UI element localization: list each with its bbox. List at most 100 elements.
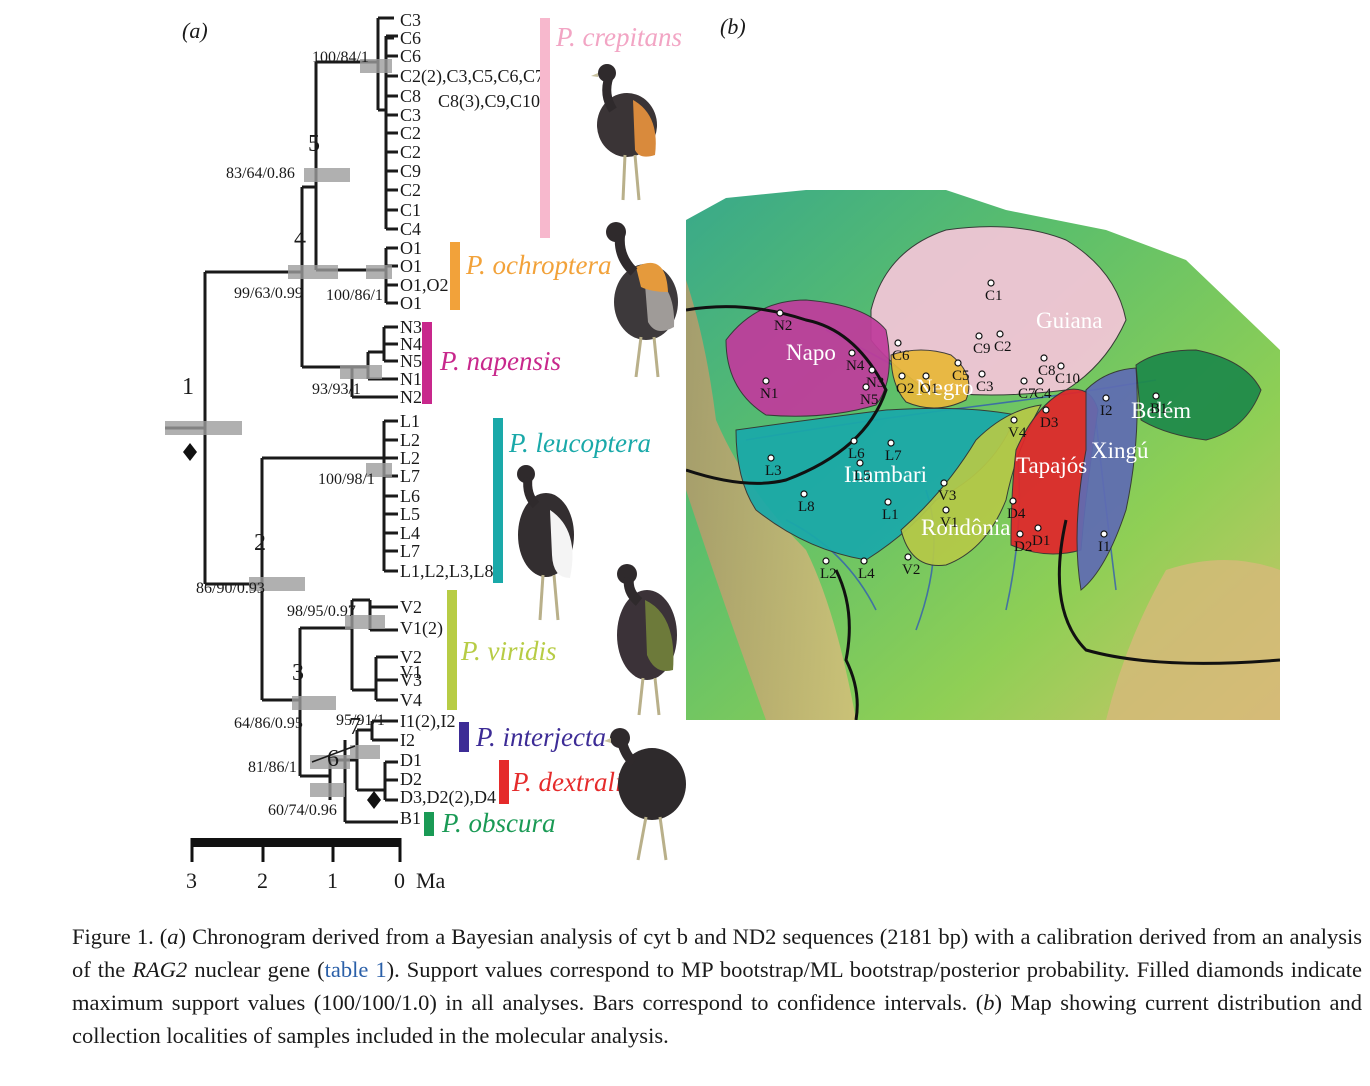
locality-label: N3 bbox=[866, 375, 884, 391]
axis-tick-label: 2 bbox=[257, 868, 268, 893]
locality-marker bbox=[860, 557, 868, 565]
napensis-label: P. napensis bbox=[440, 346, 562, 376]
tip-label: V1 bbox=[400, 662, 422, 682]
axis-tick-label: 0 bbox=[394, 868, 405, 893]
locality-label: N1 bbox=[760, 386, 778, 402]
locality-label: V2 bbox=[902, 562, 920, 578]
max-support-diamond bbox=[183, 443, 197, 461]
axis-unit-label: Ma bbox=[416, 868, 446, 893]
locality-label: C10 bbox=[1055, 371, 1080, 387]
node-support-value: 86/90/0.93 bbox=[196, 580, 265, 597]
node-support-value: 83/64/0.86 bbox=[226, 165, 295, 182]
table-reference-link[interactable]: table 1 bbox=[324, 957, 387, 982]
node-support-value: 60/74/0.96 bbox=[268, 802, 337, 819]
locality-marker bbox=[898, 372, 906, 380]
crepitans-bar bbox=[540, 18, 550, 238]
region-belém bbox=[1135, 349, 1262, 441]
tip-label: C6 bbox=[400, 28, 421, 48]
tip-label: O1 bbox=[400, 256, 422, 276]
locality-label: N2 bbox=[774, 318, 792, 334]
tip-label: N5 bbox=[400, 351, 422, 371]
max-support-diamond bbox=[367, 791, 381, 809]
confidence-bar bbox=[340, 365, 382, 379]
region-label: Xingú bbox=[1091, 438, 1149, 463]
node-support-value: 81/86/1 bbox=[248, 759, 297, 776]
tip-label: D3,D2(2),D4 bbox=[400, 787, 496, 808]
confidence-bar bbox=[350, 745, 380, 759]
node-support-value: 64/86/0.95 bbox=[234, 715, 303, 732]
caption-panel-b-ref: b bbox=[983, 990, 995, 1015]
caption-text-5: ) Map showing current distribution and c… bbox=[72, 990, 1362, 1048]
tip-label: L6 bbox=[400, 486, 420, 506]
node-number: 6 bbox=[327, 746, 339, 772]
locality-marker bbox=[822, 557, 830, 565]
confidence-bar bbox=[304, 168, 350, 182]
tip-label: L7 bbox=[400, 541, 420, 561]
caption-text-1: Figure 1. ( bbox=[72, 924, 168, 949]
tip-label: V4 bbox=[400, 690, 422, 710]
locality-label: C3 bbox=[976, 379, 994, 395]
viridis-bird-illustration bbox=[617, 564, 677, 716]
region-napo bbox=[725, 299, 890, 417]
panel-a-label: (a) bbox=[182, 18, 208, 43]
confidence-bar bbox=[165, 421, 242, 435]
axis-tick-label: 1 bbox=[327, 868, 338, 893]
locality-label: D4 bbox=[1007, 506, 1026, 522]
locality-label: C6 bbox=[892, 348, 910, 364]
tip-label: B1 bbox=[400, 808, 421, 828]
locality-label: D1 bbox=[1032, 533, 1050, 549]
region-label: Rondônia bbox=[921, 515, 1010, 540]
locality-label: O2 bbox=[896, 381, 914, 397]
tip-label: L7 bbox=[400, 466, 420, 486]
node-support-value: 99/63/0.99 bbox=[234, 285, 303, 302]
node-number: 7 bbox=[349, 714, 361, 740]
map-andes bbox=[686, 280, 856, 720]
locality-marker bbox=[862, 383, 870, 391]
locality-label: L5 bbox=[854, 468, 871, 484]
leucoptera-bar bbox=[493, 418, 503, 583]
node-number: 3 bbox=[292, 660, 304, 686]
tip-label: N1 bbox=[400, 369, 422, 389]
napensis-bar bbox=[422, 322, 432, 404]
locality-label: N4 bbox=[846, 358, 865, 374]
tip-label: L5 bbox=[400, 504, 420, 524]
locality-label: I1 bbox=[1098, 539, 1111, 555]
locality-label: C1 bbox=[985, 288, 1003, 304]
locality-marker bbox=[975, 332, 983, 340]
tip-label: V3 bbox=[400, 670, 422, 690]
tip-label: O1 bbox=[400, 238, 422, 258]
caption-text-4: ). Support values correspond to MP boots… bbox=[72, 957, 1362, 1015]
viridis-label: P. viridis bbox=[461, 636, 557, 666]
tip-label: V1(2) bbox=[400, 618, 443, 639]
tip-label: C3 bbox=[400, 105, 421, 125]
interjecta-label: P. interjecta bbox=[476, 722, 606, 752]
caption-text-3: nuclear gene ( bbox=[187, 957, 325, 982]
crepitans-label: P. crepitans bbox=[556, 22, 682, 52]
locality-label: C9 bbox=[973, 341, 991, 357]
locality-marker bbox=[856, 459, 864, 467]
chronogram-tree: C3C6C6C2(2),C3,C5,C6,C7C8(3),C9,C10C8C3C… bbox=[165, 10, 544, 893]
tip-label: C2 bbox=[400, 180, 421, 200]
locality-marker bbox=[942, 506, 950, 514]
locality-marker bbox=[1020, 377, 1028, 385]
clade-support-value: 98/95/0.97 bbox=[287, 603, 356, 620]
tip-label: C1 bbox=[400, 200, 421, 220]
figure-caption: Figure 1. (a) Chronogram derived from a … bbox=[72, 920, 1362, 1052]
leucoptera-bird-illustration bbox=[517, 465, 574, 621]
tip-label: L1,L2,L3,L8 bbox=[400, 561, 493, 581]
tip-label: D1 bbox=[400, 750, 422, 770]
locality-label: V3 bbox=[938, 488, 956, 504]
locality-label: D3 bbox=[1040, 415, 1058, 431]
dextralis-label: P. dextralis bbox=[512, 767, 633, 797]
ochroptera-bar bbox=[450, 242, 460, 310]
locality-label: L4 bbox=[858, 566, 875, 582]
clade-support-value: 100/84/1 bbox=[312, 49, 369, 66]
locality-label: L1 bbox=[882, 507, 899, 523]
tip-label: D2 bbox=[400, 769, 422, 789]
tip-label: L2 bbox=[400, 448, 420, 468]
tip-label: C2(2),C3,C5,C6,C7 bbox=[400, 66, 544, 87]
confidence-bar bbox=[345, 615, 385, 629]
locality-label: B1 bbox=[1150, 401, 1168, 417]
locality-label: N5 bbox=[860, 392, 878, 408]
interjecta-bar bbox=[459, 722, 469, 752]
